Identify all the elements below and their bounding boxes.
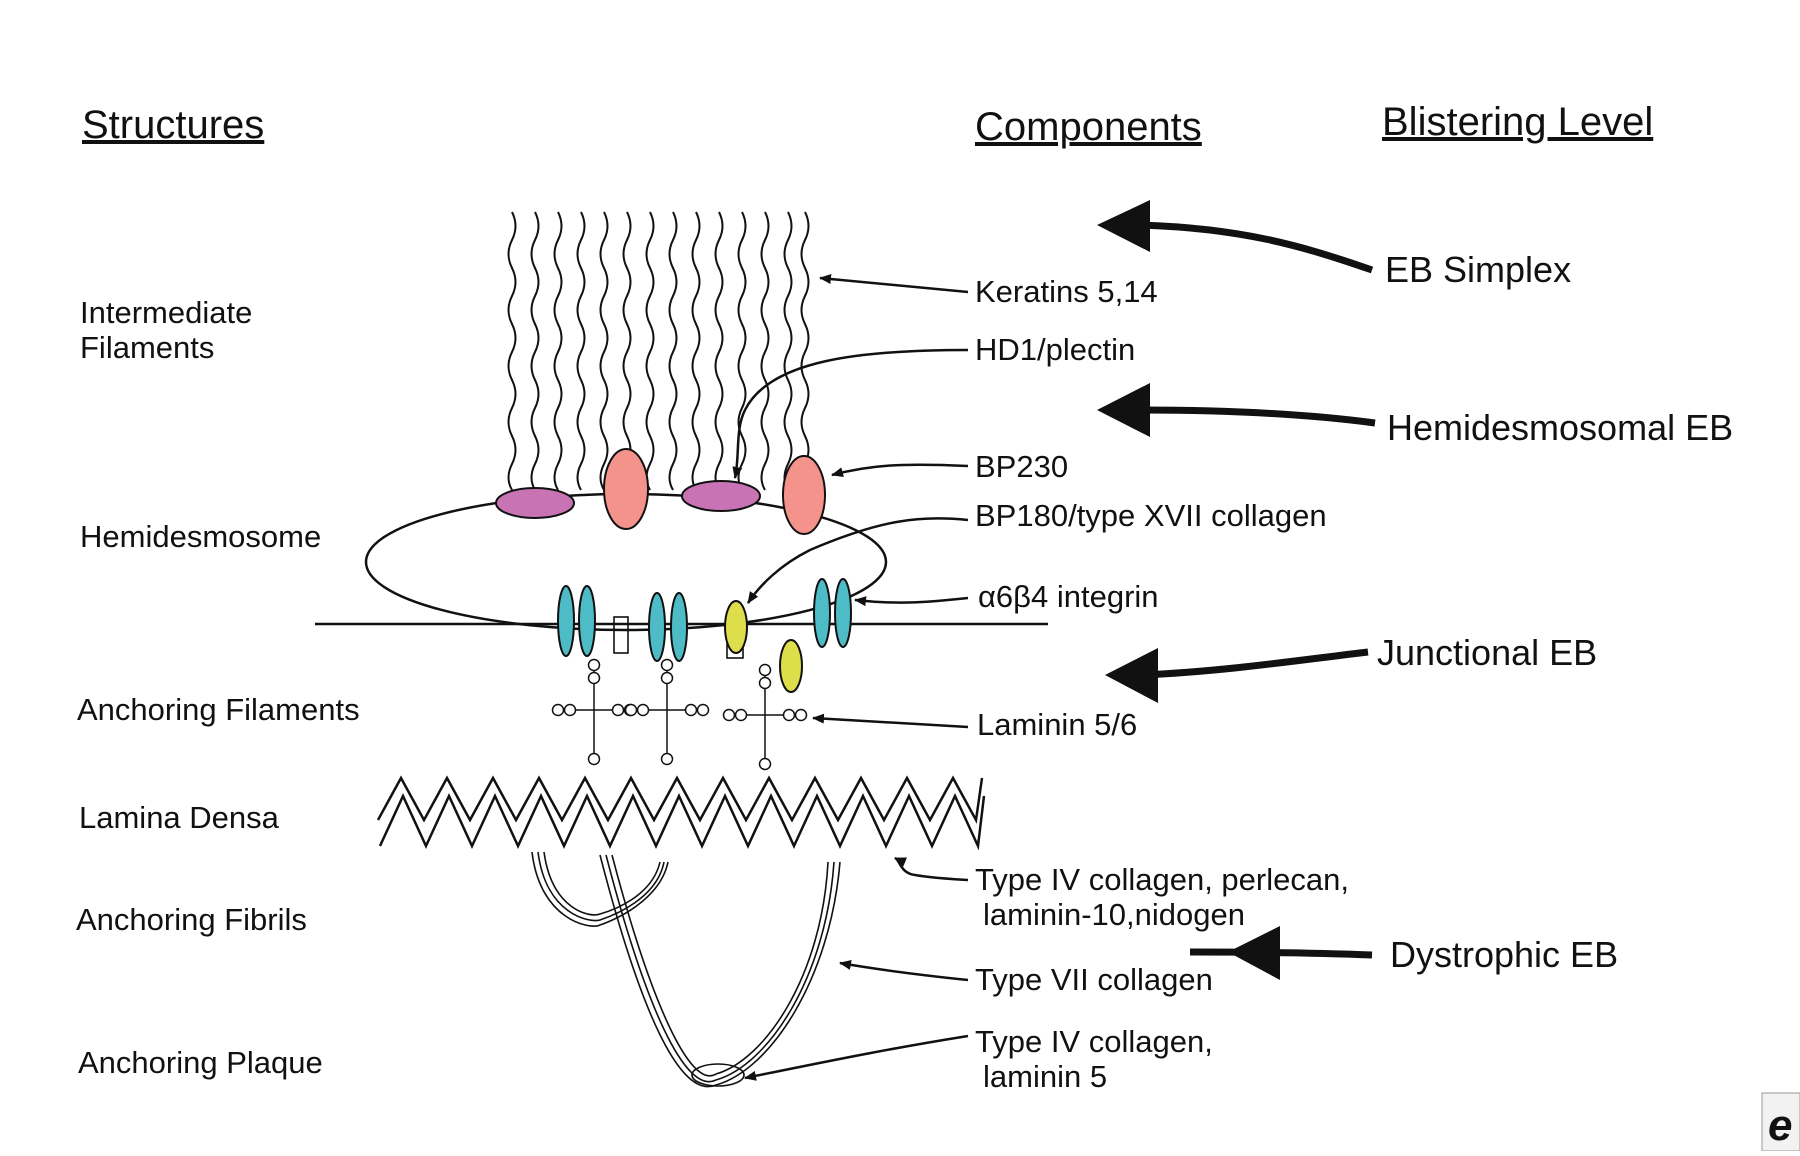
blister-dystrophic-label: Dystrophic EB <box>1390 934 1618 975</box>
structure-anchoring-filaments-label: Anchoring Filaments <box>77 692 360 727</box>
bp230-ellipse-2 <box>782 455 826 535</box>
keratin-filament <box>800 211 810 491</box>
bp180-ellipse-1 <box>724 600 748 654</box>
keratin-filament <box>714 211 724 491</box>
dystrophic-arrow <box>1189 926 1373 980</box>
eb-simplex-arrow <box>1097 200 1374 274</box>
keratin-filament <box>645 211 655 491</box>
keratin-filament <box>737 211 747 491</box>
transmembrane-box-1 <box>613 616 629 654</box>
corner-logo-letter: e <box>1768 1101 1792 1150</box>
integrin-pair-3 <box>813 578 852 648</box>
keratin-filament <box>507 211 517 491</box>
laminin-cross <box>722 663 808 771</box>
laminin-cross <box>624 658 710 766</box>
structure-anchoring-fibrils-label: Anchoring Fibrils <box>76 902 307 937</box>
header-structures: Structures <box>82 103 264 147</box>
keratin-filament <box>599 211 609 491</box>
component-plaque-label-2: laminin 5 <box>983 1059 1107 1094</box>
keratin-filament <box>760 211 770 491</box>
integrin-pair-2 <box>648 592 688 662</box>
bp230-ellipse-1 <box>603 448 649 530</box>
blister-arrows <box>1097 200 1376 980</box>
blister-junctional-label: Junctional EB <box>1377 632 1597 673</box>
blister-hemidesmosomal-label: Hemidesmosomal EB <box>1387 407 1733 448</box>
lamina-zigzag-line <box>376 775 984 824</box>
integrin-pair-1 <box>557 585 596 657</box>
component-keratins-label: Keratins 5,14 <box>975 274 1158 309</box>
component-bp230-label: BP230 <box>975 449 1068 484</box>
component-type-iv-label-1: Type IV collagen, perlecan, <box>975 862 1349 897</box>
blister-eb-simplex-label: EB Simplex <box>1385 249 1571 290</box>
junctional-arrow <box>1105 648 1369 703</box>
keratin-filament <box>553 211 563 491</box>
structure-lamina-densa-label: Lamina Densa <box>79 800 280 835</box>
component-type-iv-label-2: laminin-10,nidogen <box>983 897 1245 932</box>
keratin-filament <box>668 211 678 491</box>
plectin-ellipse-2 <box>681 480 761 512</box>
anchoring-fibrils <box>531 851 841 1088</box>
keratin-filament <box>783 211 793 491</box>
header-components: Components <box>975 105 1202 149</box>
component-bp180-label: BP180/type XVII collagen <box>975 498 1327 533</box>
header-blistering-level: Blistering Level <box>1382 100 1653 144</box>
keratin-filament <box>691 211 701 491</box>
keratin-filament <box>622 211 632 491</box>
laminin-crosses <box>551 658 808 771</box>
keratin-filament <box>576 211 586 491</box>
component-type-vii-label: Type VII collagen <box>975 962 1213 997</box>
component-integrin-label: α6β4 integrin <box>978 579 1159 614</box>
structure-filaments-label: Filaments <box>80 330 214 365</box>
laminin-cross <box>551 658 637 766</box>
bp180-ellipse-2 <box>779 639 803 693</box>
plectin-ellipse-1 <box>495 487 575 519</box>
component-laminin-label: Laminin 5/6 <box>977 707 1137 742</box>
component-pointers <box>732 274 969 1081</box>
hemidesmosomal-arrow <box>1097 383 1376 437</box>
corner-logo: e <box>1761 1092 1800 1152</box>
component-plaque-label-1: Type IV collagen, <box>975 1024 1213 1059</box>
structure-intermediate-label: Intermediate <box>80 295 252 330</box>
lamina-densa-zigzag <box>376 775 986 851</box>
structure-hemidesmosome-label: Hemidesmosome <box>80 519 321 554</box>
keratin-filaments <box>507 211 810 491</box>
component-hd1-plectin-label: HD1/plectin <box>975 332 1135 367</box>
lamina-zigzag-line <box>378 793 986 851</box>
structure-anchoring-plaque-label: Anchoring Plaque <box>78 1045 323 1080</box>
anchoring-plaque-ellipse <box>691 1063 745 1087</box>
keratin-filament <box>530 211 540 491</box>
